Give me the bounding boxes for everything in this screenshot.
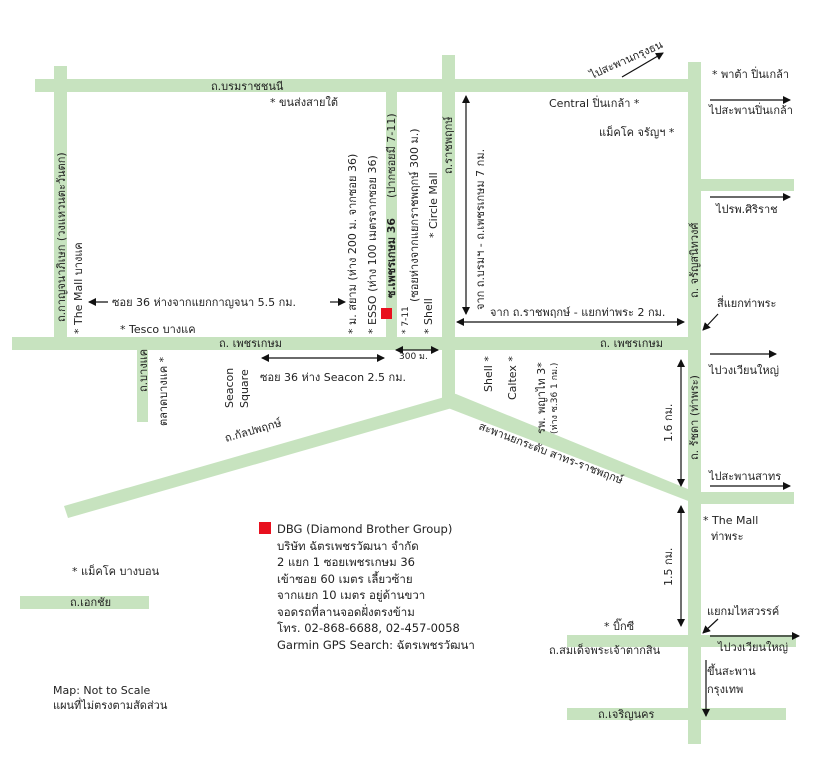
road-petchkasem <box>12 337 698 350</box>
label-somdet: ถ.สมเด็จพระเจ้าตากสิน <box>549 643 661 657</box>
dbg-location-marker <box>381 308 392 319</box>
road-kanchanaphisek <box>54 66 67 348</box>
road-borommaratchachonnani <box>35 79 700 92</box>
landmark-circle-mall: * Circle Mall <box>427 172 440 238</box>
dir-up-bridge-2: กรุงเทพ <box>707 683 743 696</box>
landmark-makro-bangbon: * แม็คโค บางบอน <box>72 564 160 578</box>
dist-borom-petch: จาก ถ.บรมฯ - ถ.เพชรเกษม 7 กม. <box>474 149 487 310</box>
road-ekachai <box>20 596 149 609</box>
dist-km16: 1.6 กม. <box>662 404 675 442</box>
dir-to-wongwian-1: ไปวงเวียนใหญ่ <box>708 364 779 377</box>
landmarks: * พาต้า ปิ่นเกล้า Central ปิ่นเกล้า * แม… <box>72 66 789 633</box>
road-sathorn-branch <box>696 492 794 504</box>
dist-km15: 1.5 กม. <box>662 548 675 586</box>
dir-to-krungthon: ไปสะพานกรุงธน <box>587 38 665 82</box>
landmark-mall-thaphra-1: * The Mall <box>703 514 758 527</box>
label-ratchaphruek: ถ.ราชพฤกษ์ <box>442 116 455 174</box>
landmark-mall-bangkhae: * The Mall บางแค <box>72 242 85 334</box>
company-line-1: บริษัท ฉัตรเพชรวัฒนา จำกัด <box>277 538 419 553</box>
company-line-3: เข้าซอย 60 เมตร เลี้ยวซ้าย <box>277 571 413 586</box>
landmark-caltex: Caltex * <box>506 356 519 400</box>
dir-to-pinklao: ไปสะพานปิ่นเกล้า <box>708 102 793 117</box>
arrows <box>88 52 800 717</box>
company-info: DBG (Diamond Brother Group) บริษัท ฉัตรเ… <box>277 521 475 653</box>
road-charoennakhon <box>567 708 786 720</box>
label-charoennakhon: ถ.เจริญนคร <box>598 708 655 721</box>
label-kanchanaphisek: ถ.กาญจนาภิเษก (วงแหวนตะวันตก) <box>55 152 68 322</box>
label-petchkasem-right: ถ. เพชรเกษม <box>600 337 663 350</box>
landmark-shell-top: * Shell <box>422 298 435 334</box>
distance-labels: ซอย 36 ห่างจากแยกกาญจนา 5.5 กม. ซอย 36 ห… <box>112 149 675 586</box>
roads <box>12 55 796 744</box>
road-sathorn-bridge <box>446 392 700 504</box>
road-soi36 <box>386 92 397 338</box>
label-bangkhae: ถ.บางแค <box>137 349 150 392</box>
dir-to-siriraj: ไปรพ.ศิริราช <box>715 203 778 216</box>
landmark-paoda: * พาต้า ปิ่นเกล้า <box>712 66 789 81</box>
scale-note-th: แผนที่ไม่ตรงตามสัดส่วน <box>53 699 168 712</box>
road-ratchaphruek <box>442 55 455 400</box>
landmark-hospital: รพ. พญาไท 3* <box>535 362 548 434</box>
dir-to-sathorn: ไปสะพานสาทร <box>708 470 781 483</box>
dist-ratchaphruek-thaphra: จาก ถ.ราชพฤกษ์ - แยกท่าพระ 2 กม. <box>490 306 665 319</box>
dist-soi36-kanchana: ซอย 36 ห่างจากแยกกาญจนา 5.5 กม. <box>112 296 296 309</box>
label-soi36-sub2: (ซอยห่างจากแยกราชพฤกษ์ 300 ม.) <box>408 129 421 303</box>
road-siriraj <box>696 179 794 191</box>
landmark-hospital-sub: (ห่าง ซ.36 1 กม.) <box>550 363 560 434</box>
label-kanlapaphruek: ถ.กัลปพฤกษ์ <box>223 416 283 445</box>
label-soi36-sub: (ปากซอยมี 7-11) <box>385 113 398 198</box>
label-ekachai: ถ.เอกชัย <box>70 596 111 609</box>
label-soi36: ซ.เพชรเกษม 36 <box>385 218 398 298</box>
landmark-seven-eleven: * 7-11 <box>401 306 411 334</box>
landmark-esso: * ESSO (ห่าง 100 เมตรจากซอย 36) <box>366 155 379 334</box>
landmark-seacon-1: Seacon <box>223 368 236 408</box>
landmark-khonsong: * ขนส่งสายใต้ <box>270 96 338 109</box>
dist-300m: 300 ม. <box>399 352 428 362</box>
road-bangkhae <box>137 348 148 422</box>
landmark-siyaek: สี่แยกท่าพระ <box>717 295 777 310</box>
label-petchkasem-left: ถ. เพชรเกษม <box>219 337 282 350</box>
landmark-siam: * ม. สยาม (ห่าง 200 ม. จากซอย 36) <box>346 154 359 334</box>
landmark-talad-bangkhae: ตลาดบางแค * <box>157 356 170 426</box>
arrow-siyaek <box>702 313 719 331</box>
landmark-mall-thaphra-2: ท่าพระ <box>711 530 744 543</box>
label-borommaratchachonnani: ถ.บรมราชชนนี <box>211 80 284 93</box>
company-gps: Garmin GPS Search: ฉัตรเพชรวัฒนา <box>277 637 475 652</box>
scale-note-en: Map: Not to Scale <box>53 684 151 697</box>
company-name: DBG (Diamond Brother Group) <box>277 522 453 536</box>
landmark-seacon-2: Square <box>238 369 251 408</box>
scale-note: Map: Not to Scale แผนที่ไม่ตรงตามสัดส่วน <box>53 683 167 713</box>
company-line-2: 2 แยก 1 ซอยเพชรเกษม 36 <box>277 555 415 569</box>
landmark-shell-bottom: Shell * <box>482 356 495 392</box>
landmark-yaek-fai: แยกมไหสวรรค์ <box>707 605 779 618</box>
dir-up-bridge-1: ขึ้นสะพาน <box>707 663 756 678</box>
company-line-5: จอดรถที่ลานจอดฝั่งตรงข้าม <box>277 604 415 619</box>
company-marker <box>259 522 271 534</box>
road-charansanitwong <box>688 62 701 744</box>
arrow-yaek-fai <box>702 618 719 634</box>
road-kanlapaphruek <box>64 396 452 518</box>
road-somdet <box>567 635 796 647</box>
arrow-to-krungthon <box>621 52 664 78</box>
landmark-central: Central ปิ่นเกล้า * <box>549 95 640 110</box>
dist-soi36-seacon: ซอย 36 ห่าง Seacon 2.5 กม. <box>260 371 406 384</box>
label-ratchada: ถ. รัชดา (ท่าพระ) <box>688 375 701 460</box>
dir-to-wongwian-2: ไปวงเวียนใหญ่ <box>717 641 788 654</box>
landmark-tesco: * Tesco บางแค <box>120 323 196 336</box>
company-line-4: จากแยก 10 เมตร อยู่ด้านขวา <box>277 588 426 602</box>
landmark-makro-charan: แม็คโค จรัญฯ * <box>599 125 675 139</box>
company-phone: โทร. 02-868-6688, 02-457-0058 <box>277 621 460 635</box>
landmark-bigc: * บิ๊กซี <box>604 618 635 633</box>
label-charansanitwong: ถ. จรัญสนิทวงศ์ <box>688 223 701 298</box>
